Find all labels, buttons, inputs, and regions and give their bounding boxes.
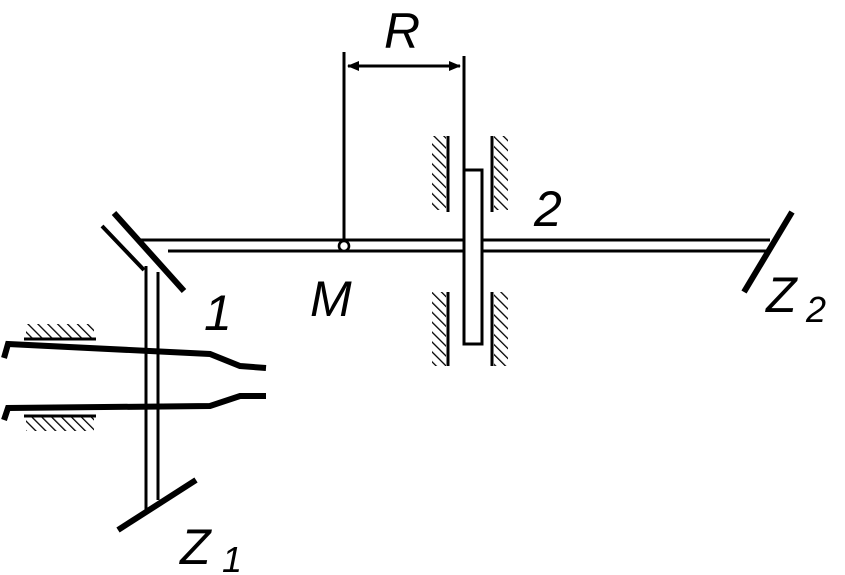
horizontal-carrier-arm [140,238,770,253]
gear-z2 [741,210,795,294]
hollow-input-shaft [1,340,267,421]
label-m: M [310,271,352,327]
ground-support-lower-left [24,414,96,431]
label-z2-base: Z [765,267,798,323]
ground-support-upper-left [24,324,96,341]
point-m-marker [337,52,351,253]
label-r: R [384,3,420,59]
label-z1-sub: 1 [222,539,242,575]
label-wheel-1: 1 [204,285,232,341]
label-z1: Z 1 [179,519,242,575]
wheel-2-with-bearings [432,136,508,366]
gear-z1 [116,477,198,533]
bevel-wheel-1 [100,210,187,294]
label-z2-sub: 2 [805,289,826,330]
label-z2: Z 2 [765,267,826,330]
vertical-carrier-arm [144,266,160,510]
label-z1-base: Z [179,519,212,575]
label-wheel-2: 2 [533,181,562,237]
